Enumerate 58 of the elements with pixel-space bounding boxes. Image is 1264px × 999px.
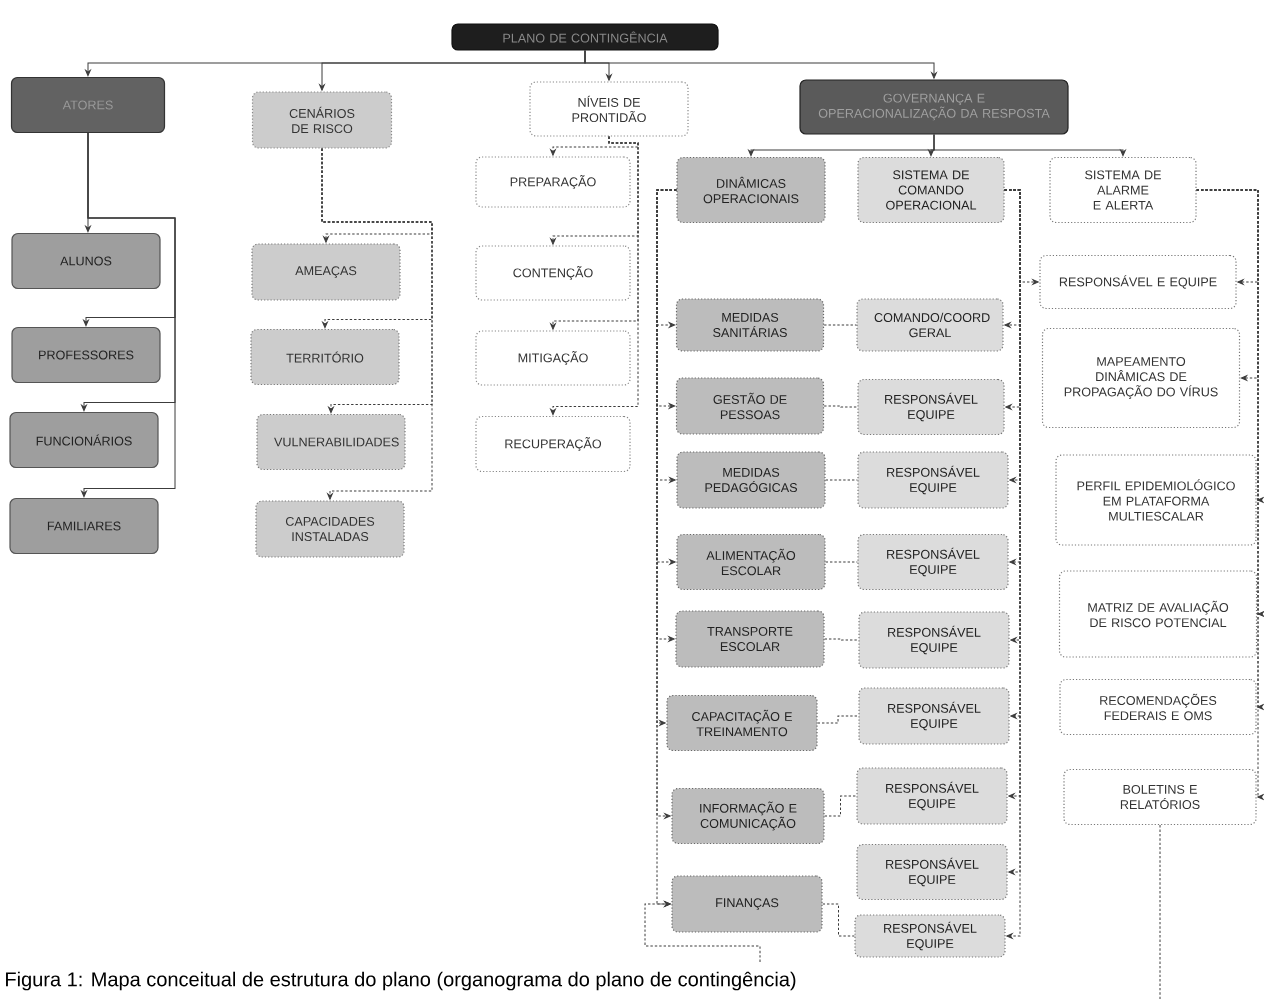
concept-box: ALUNOS [11, 232, 161, 290]
concept-box: MATRIZ DE AVALIAÇÃO DE RISCO POTENCIAL [1058, 570, 1258, 658]
concept-box: RESPONSÁVEL EQUIPE [858, 611, 1010, 669]
connector-line [817, 715, 859, 724]
concept-box: RECUPERAÇÃO [475, 415, 631, 473]
concept-box: BOLETINS E RELATÓRIOS [1063, 768, 1257, 826]
concept-box: RESPONSÁVEL EQUIPE [856, 767, 1008, 825]
arrow [321, 148, 433, 500]
concept-box: MEDIDAS PEDAGÓGICAS [676, 451, 826, 509]
concept-box: MITIGAÇÃO [475, 330, 631, 386]
concept-box: CAPACIDADES INSTALADAS [255, 500, 405, 558]
connector-line [823, 324, 857, 326]
concept-box: CAPACITAÇÃO E TREINAMENTO [666, 694, 818, 752]
concept-box: RESPONSÁVEL EQUIPE [856, 843, 1008, 901]
concept-box: TRANSPORTE ESCOLAR [675, 610, 825, 668]
connector-line [822, 903, 855, 937]
concept-box: TERRITÓRIO [250, 328, 400, 386]
arrow [933, 134, 1126, 157]
concept-box: PERFIL EPIDEMIOLÓGICO EM PLATAFORMA MULTIESCALAR [1055, 454, 1257, 546]
concept-box: SISTEMA DE ALARME E ALERTA [1049, 156, 1197, 224]
concept-box: PROFESSORES [11, 326, 161, 384]
concept-box: CENÁRIOS DE RISCO [251, 91, 393, 149]
concept-box: RESPONSÁVEL EQUIPE [857, 533, 1009, 591]
concept-box: FAMILIARES [9, 497, 159, 555]
concept-box: RESPONSÁVEL EQUIPE [857, 451, 1009, 509]
concept-box: MAPEAMENTO DINÂMICAS DE PROPAGAÇÃO DO VÍRUS [1041, 327, 1241, 429]
connector-line [824, 638, 859, 641]
concept-box: RECOMENDAÇÕES FEDERAIS E OMS [1059, 678, 1257, 736]
concept-box: MEDIDAS SANITÁRIAS [675, 298, 825, 352]
concept-box: RESPONSÁVEL EQUIPE [854, 914, 1006, 958]
arrow [644, 901, 761, 963]
concept-box: ALIMENTAÇÃO ESCOLAR [676, 533, 826, 591]
concept-box: SISTEMA DE COMANDO OPERACIONAL [857, 156, 1005, 224]
connector-line [823, 405, 858, 408]
concept-box: DINÂMICAS OPERACIONAIS [676, 156, 826, 224]
title-box: PLANO DE CONTINGÊNCIA [451, 23, 719, 51]
connector-line [825, 479, 858, 481]
concept-box: FINANÇAS [671, 875, 823, 933]
arrow [550, 136, 639, 416]
concept-box: RESPONSÁVEL EQUIPE [858, 687, 1010, 745]
concept-box: CONTENÇÃO [475, 245, 631, 301]
connector-line [1159, 824, 1161, 999]
concept-box: RESPONSÁVEL E EQUIPE [1039, 254, 1237, 310]
connector-line [824, 795, 857, 817]
concept-box: PREPARAÇÃO [475, 156, 631, 208]
concept-box: AMEAÇAS [251, 243, 401, 301]
concept-box: NÍVEIS DE PRONTIDÃO [529, 81, 689, 137]
caption: Figura 1: Mapa conceitual de estrutura do plano (organograma do plano de contingência) [6, 971, 796, 991]
concept-box: VULNERABILIDADES [256, 413, 406, 471]
concept-box: FUNCIONÁRIOS [9, 411, 159, 469]
arrow [584, 50, 937, 79]
connector-line [825, 561, 858, 563]
concept-box: GOVERNANÇA E OPERACIONALIZAÇÃO DA RESPOSTA [799, 79, 1069, 135]
concept-box: INFORMAÇÃO E COMUNICAÇÃO [671, 787, 825, 845]
arrow [81, 132, 176, 498]
concept-box: COMANDO/COORD GERAL [856, 298, 1004, 352]
concept-box: RESPONSÁVEL EQUIPE [857, 378, 1005, 436]
concept-box: GESTÃO DE PESSOAS [675, 377, 825, 435]
